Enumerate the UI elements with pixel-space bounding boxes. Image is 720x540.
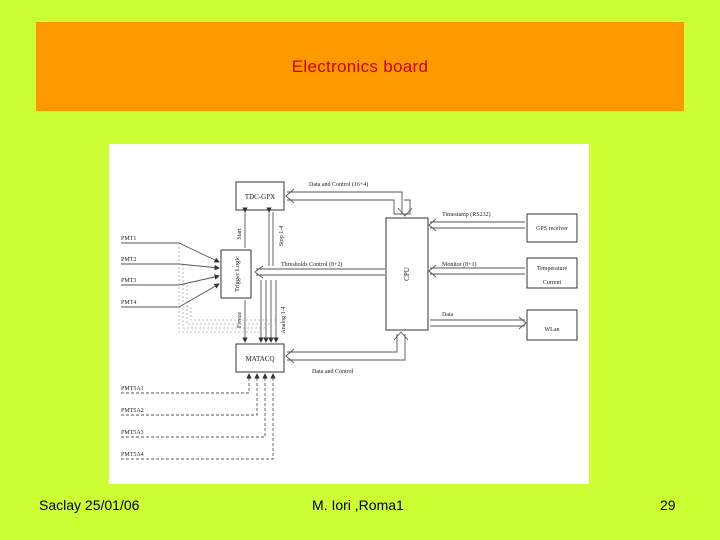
trigger-logic-block <box>220 249 252 299</box>
matacq-block <box>235 343 285 373</box>
footer-date: Saclay 25/01/06 <box>39 497 140 513</box>
matacq-cpu-arrow-up <box>393 331 409 341</box>
gps-receiver-label: GPS receiver <box>536 226 568 232</box>
start-label: Start <box>237 228 243 240</box>
pmt5a1-line <box>121 373 252 394</box>
monitor-link <box>430 267 525 275</box>
title-bar: Electronics board <box>36 22 684 111</box>
matacq-label: MATACQ <box>246 355 275 363</box>
temperature-current-block <box>526 257 578 289</box>
data-arrow <box>518 316 527 330</box>
tdc-gpx-label: TDC-GPX <box>245 193 275 201</box>
tdc-cpu-bus-label: Data and Control (16+4) <box>309 181 368 188</box>
pmt2-line <box>121 263 220 271</box>
matacq-cpu-arrow-left <box>285 348 295 364</box>
timestamp-link <box>430 221 525 229</box>
timestamp-arrow <box>428 218 437 232</box>
thresholds-label: Thresholds Control (8+2) <box>281 261 342 268</box>
wlan-block <box>526 309 578 341</box>
tdc-cpu-arrow-down <box>397 207 413 217</box>
matacq-cpu-bus-label: Data and Control <box>312 369 354 375</box>
current-label: Current <box>543 280 562 286</box>
diagram-svg: TDC-GPX Trigger Logic MATACQ CPU GPS rec… <box>121 181 578 460</box>
timestamp-label: Timestamp (RS232) <box>442 211 491 218</box>
pmt1-label: PMT1 <box>121 236 136 242</box>
matacq-cpu-bus <box>287 334 406 361</box>
analog-label: Analog 1-4 <box>281 306 287 333</box>
pmt5a4-line <box>121 373 276 460</box>
cpu-label: CPU <box>403 267 411 281</box>
page-number: 29 <box>660 497 676 513</box>
pmt2-label: PMT2 <box>121 257 136 263</box>
pmt4-label: PMT4 <box>121 300 136 306</box>
tdc-cpu-bus <box>287 191 411 215</box>
temperature-label: Temperature <box>537 266 568 272</box>
tdc-cpu-arrow-left <box>285 188 295 204</box>
monitor-arrow <box>428 264 437 278</box>
pmt-branch-lines <box>178 243 276 333</box>
wlan-label: WLan <box>545 327 560 333</box>
pmt5a2-line <box>121 373 260 416</box>
pmt5a2-label: PMT5A2 <box>121 408 144 414</box>
cpu-block <box>385 217 429 331</box>
pmt5a3-label: PMT5A3 <box>121 430 144 436</box>
tdc-gpx-block <box>235 181 285 211</box>
pmt5a4-label: PMT5A4 <box>121 452 144 458</box>
pmt5a3-line <box>121 373 268 438</box>
trigger-logic-label: Trigger Logic <box>234 256 241 292</box>
thresholds-bus <box>256 268 385 276</box>
data-link <box>430 319 525 327</box>
gps-receiver-block <box>526 213 578 243</box>
stop-label: Stop 1-4 <box>279 226 285 247</box>
slide-title: Electronics board <box>291 56 429 76</box>
monitor-label: Monitor (8+1) <box>442 261 477 268</box>
pmt3-label: PMT3 <box>121 278 136 284</box>
data-label: Data <box>442 312 454 318</box>
electronics-board-diagram: TDC-GPX Trigger Logic MATACQ CPU GPS rec… <box>109 144 589 484</box>
pmt5a1-label: PMT5A1 <box>121 386 144 392</box>
thresholds-arrow-left <box>254 265 264 279</box>
footer-author: M. Iori ,Roma1 <box>312 497 404 513</box>
